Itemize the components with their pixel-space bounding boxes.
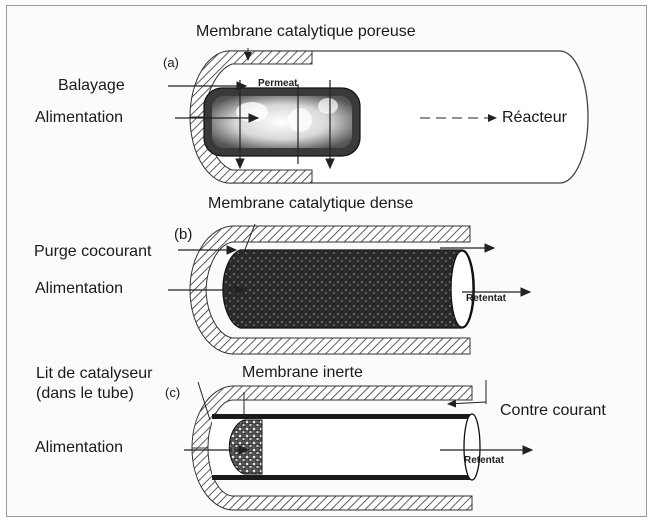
panel-b-label: (b) xyxy=(174,227,192,242)
title-dense-membrane: Membrane catalytique dense xyxy=(208,196,413,212)
label-feed-a: Alimentation xyxy=(35,110,123,126)
label-catalyst-bed-line1: Lit de catalyseur xyxy=(36,366,153,382)
label-retentate-b: Retentat xyxy=(466,294,506,304)
label-counter-current: Contre courant xyxy=(500,403,606,419)
label-purge: Purge cocourant xyxy=(34,244,151,260)
panel-c-label: (c) xyxy=(165,386,180,399)
panel-c-reactor xyxy=(184,380,532,510)
label-retentate-c: Retentat xyxy=(464,456,504,466)
title-inert-membrane: Membrane inerte xyxy=(242,365,363,381)
label-catalyst-bed-line2: (dans le tube) xyxy=(36,386,134,402)
label-permeate: Permeat xyxy=(258,79,297,89)
panel-b-reactor xyxy=(168,224,530,354)
label-reactor: Réacteur xyxy=(502,110,567,126)
label-feed-c: Alimentation xyxy=(35,440,123,456)
label-feed-b: Alimentation xyxy=(35,281,123,297)
title-porous-membrane: Membrane catalytique poreuse xyxy=(196,24,416,40)
panel-a-label: (a) xyxy=(163,56,179,69)
label-sweep: Balayage xyxy=(58,78,125,94)
